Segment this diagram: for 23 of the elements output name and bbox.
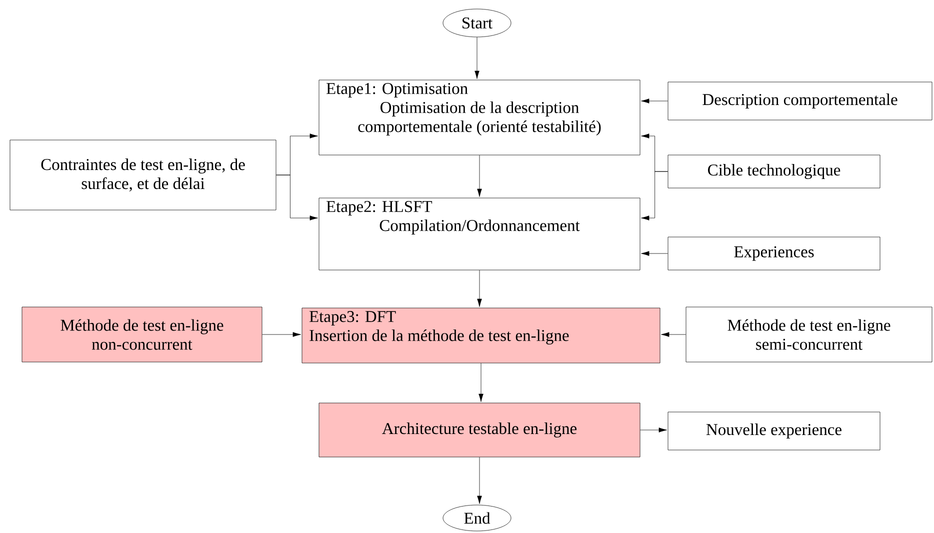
input-box: Architecture testable en-ligne (318, 402, 640, 458)
arrow (661, 332, 686, 337)
arrow (276, 174, 318, 220)
arrow (641, 171, 668, 220)
arrow (477, 270, 482, 307)
step-box: Etape1: Optimisation Optimisation de la description comportementale (orienté testabilité) (318, 80, 640, 156)
input-box: Méthode de test en-ligne semi-concurrent (686, 306, 932, 362)
arrow (478, 363, 484, 402)
input-box: Méthode de test en-ligne non-concurrent (22, 306, 262, 362)
arrow (641, 98, 668, 104)
arrow (477, 457, 482, 504)
arrow (477, 155, 482, 197)
arrow (474, 37, 480, 79)
arrow (262, 332, 301, 337)
input-box: Description comportementale (668, 82, 932, 120)
input-box: Cible technologique (668, 154, 880, 188)
step-box: Etape2: HLSFT Compilation/Ordonnancement (318, 198, 640, 270)
input-box: Experiences (668, 236, 880, 270)
arrow (641, 251, 668, 256)
arrow (640, 428, 667, 432)
input-box: Contraintes de test en-ligne, de surface, et de délai (10, 140, 276, 210)
step-box: Etape3: DFT Insertion de la méthode de test en-ligne (302, 308, 660, 364)
input-box: Nouvelle experience (668, 412, 880, 450)
